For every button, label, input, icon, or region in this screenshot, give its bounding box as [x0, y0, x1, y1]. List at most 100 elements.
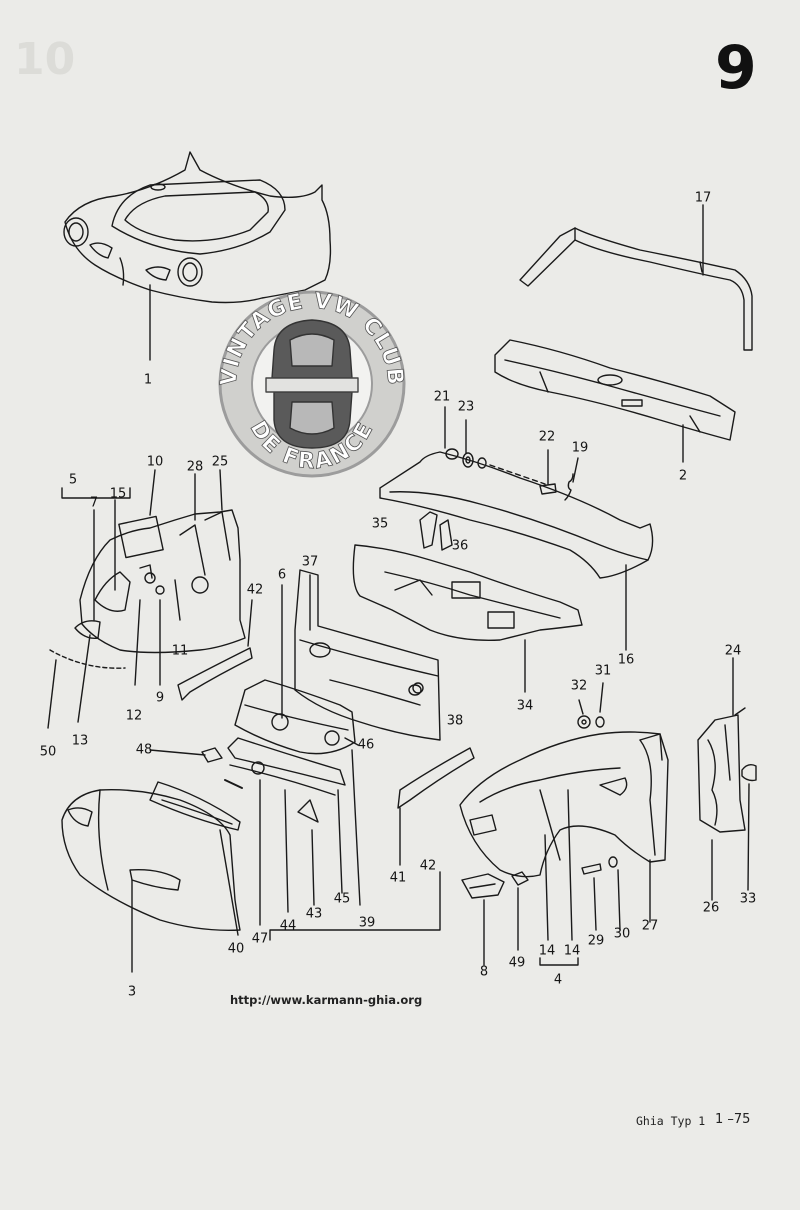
- leader-50: [47, 659, 57, 729]
- part-grommet-33: [741, 763, 757, 891]
- badge-text-top: VINTAGE VW CLUB: [216, 288, 407, 387]
- svg-text:VINTAGE VW CLUB: VINTAGE VW CLUB: [217, 289, 408, 387]
- part-label: 33: [739, 891, 757, 907]
- leader-43: [311, 829, 315, 906]
- part-label: 4: [553, 972, 563, 988]
- part-label: 42: [419, 858, 437, 874]
- part-label: 10: [146, 454, 164, 470]
- part-label: 8: [479, 964, 489, 980]
- leader-42a: [247, 599, 253, 647]
- part-label: 40: [227, 941, 245, 957]
- part-washer-31: [595, 716, 605, 728]
- part-grommet: [412, 682, 424, 694]
- part-hinge-22: [539, 449, 557, 495]
- leader-14b: [567, 789, 573, 941]
- part-brackets-35-36: [419, 511, 453, 551]
- svg-text:DE FRANCE: DE FRANCE: [245, 417, 379, 475]
- part-label: 45: [333, 891, 351, 907]
- part-label: 24: [724, 643, 742, 659]
- part-left-inner-panel: [74, 509, 246, 654]
- part-strip-42a: [177, 647, 253, 701]
- part-dashboard: [494, 339, 736, 441]
- part-label: 46: [357, 737, 375, 753]
- part-label: 35: [371, 516, 389, 532]
- part-label: 38: [446, 713, 464, 729]
- part-label: 49: [508, 955, 526, 971]
- part-label: 50: [39, 744, 57, 760]
- leader-45: [337, 789, 343, 894]
- part-label: 30: [613, 926, 631, 942]
- part-label: 36: [451, 538, 469, 554]
- bracket-5: [61, 487, 131, 499]
- part-label: 44: [279, 918, 297, 934]
- part-trim-40: [149, 781, 241, 936]
- leader-46: [344, 737, 359, 746]
- page-number: 9: [715, 33, 757, 103]
- part-label: 13: [71, 733, 89, 749]
- bracket-39: [269, 871, 441, 941]
- part-front-floor-panel: [352, 544, 583, 641]
- leader-25: [219, 469, 223, 511]
- part-label: 29: [587, 933, 605, 949]
- part-windshield-frame: [519, 227, 753, 351]
- part-label: 16: [617, 652, 635, 668]
- part-label: 25: [211, 454, 229, 470]
- leader-48: [149, 749, 206, 756]
- leader-13: [77, 634, 91, 723]
- part-label: 23: [457, 399, 475, 415]
- part-label: 28: [186, 459, 204, 475]
- part-label: 7: [89, 495, 99, 511]
- part-label: 9: [155, 690, 165, 706]
- part-label: 22: [538, 429, 556, 445]
- bracket-4: [539, 957, 579, 966]
- part-label: 5: [68, 472, 78, 488]
- part-label: 6: [277, 567, 287, 583]
- leader-11: [174, 579, 181, 621]
- part-lower-dash-panel: [201, 679, 356, 823]
- part-latch-8: [461, 873, 505, 966]
- part-label: 47: [251, 931, 269, 947]
- part-label: 19: [571, 440, 589, 456]
- leader-31: [599, 682, 604, 713]
- part-cowl-panel: [379, 451, 654, 579]
- part-label: 14: [563, 943, 581, 959]
- source-url: http://www.karmann-ghia.org: [230, 993, 423, 1007]
- part-lower-front-panel: [61, 789, 241, 973]
- part-label: 37: [301, 554, 319, 570]
- part-label: 15: [109, 486, 127, 502]
- part-washer-30: [608, 856, 621, 931]
- part-label: 21: [433, 389, 451, 405]
- part-label: 48: [135, 742, 153, 758]
- part-nut-49: [511, 871, 529, 951]
- leader-10: [149, 469, 156, 516]
- part-label: 39: [358, 915, 376, 931]
- leader-39a: [351, 749, 361, 906]
- part-label: 3: [127, 984, 137, 1000]
- part-front-fender: [459, 731, 669, 878]
- part-label: 1: [143, 372, 153, 388]
- part-label: 34: [516, 698, 534, 714]
- part-label: 26: [702, 900, 720, 916]
- part-label: 43: [305, 906, 323, 922]
- leader-44: [284, 789, 289, 913]
- part-label: 2: [678, 468, 688, 484]
- part-label: 41: [389, 870, 407, 886]
- leader-12: [134, 599, 141, 686]
- leader-32: [578, 699, 584, 715]
- faint-page-number: 10: [14, 34, 76, 85]
- part-bolt-29: [581, 863, 602, 931]
- part-bulkhead: [294, 569, 441, 741]
- part-label: 11: [171, 643, 189, 659]
- part-label: 17: [694, 190, 712, 206]
- club-badge-logo: [218, 290, 406, 478]
- part-label: 32: [570, 678, 588, 694]
- footer-page-ref: 1 –75: [715, 1112, 751, 1127]
- part-label: 27: [641, 918, 659, 934]
- badge-text-bottom: DE FRANCE: [244, 417, 377, 475]
- part-label: 31: [594, 663, 612, 679]
- part-panel-24-26: [697, 707, 746, 901]
- part-label: 14: [538, 943, 556, 959]
- footer-model: Ghia Typ 1: [636, 1114, 706, 1128]
